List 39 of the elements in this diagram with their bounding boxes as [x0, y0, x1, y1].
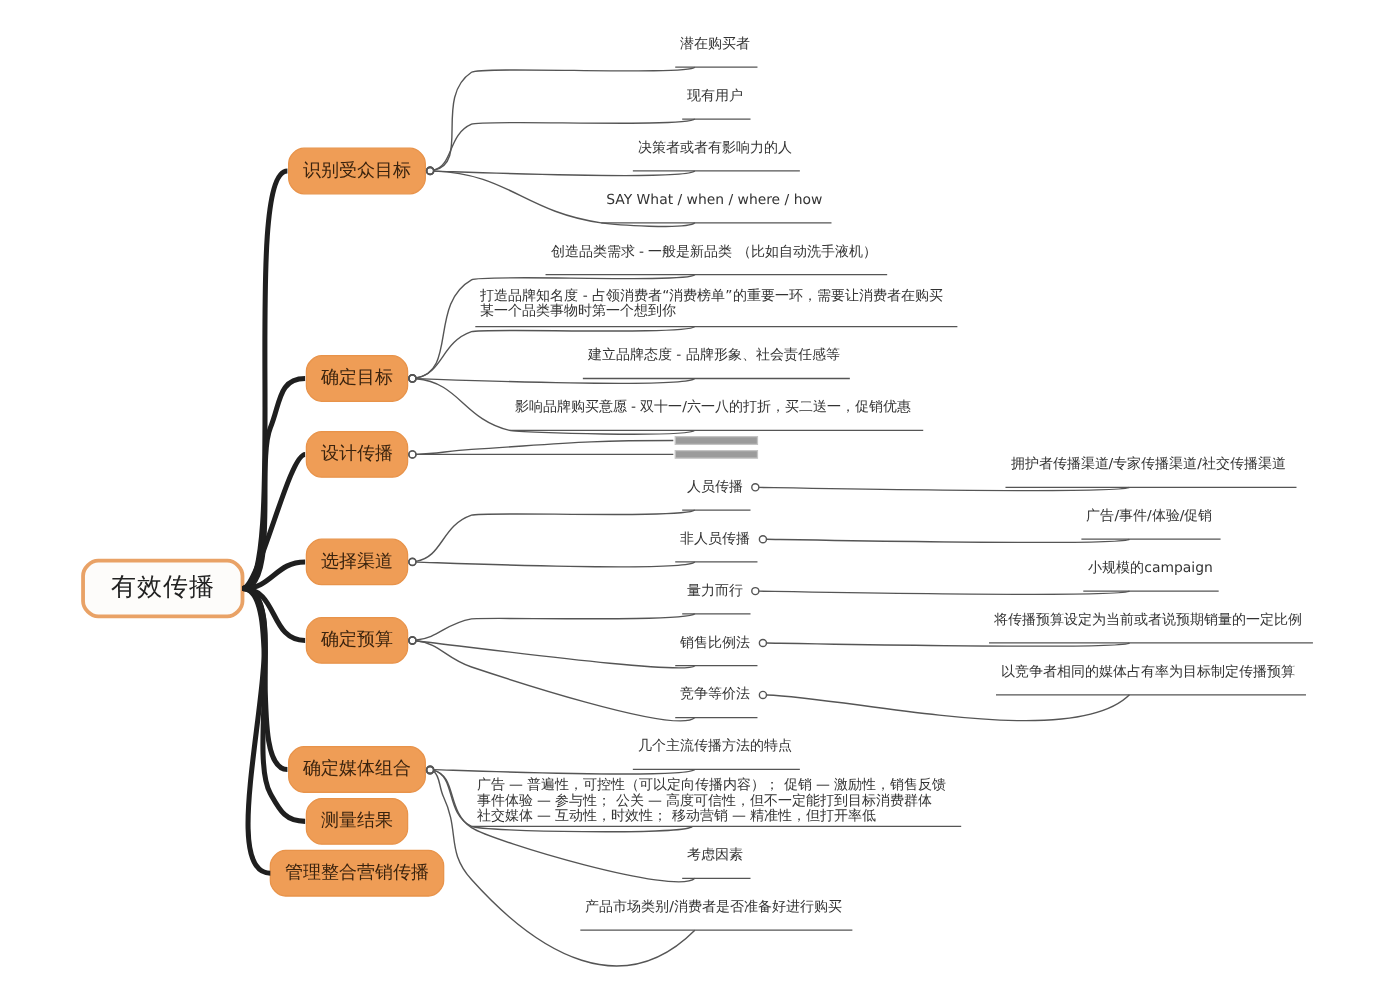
node-bar [673, 450, 758, 459]
connector [240, 452, 306, 591]
connector [240, 586, 271, 876]
connector [407, 274, 695, 383]
connector [424, 766, 695, 967]
connector [757, 535, 1130, 544]
connector [757, 638, 1130, 648]
connector [424, 166, 695, 228]
connector [424, 765, 692, 833]
connector [424, 118, 695, 175]
connector [407, 636, 695, 722]
connector [424, 166, 695, 177]
node-box: 有效传播 [80, 558, 244, 619]
connector [407, 613, 695, 645]
node-box: 确定目标 [304, 355, 408, 402]
node-box: 管理整合营销传播 [268, 849, 444, 897]
connector [407, 439, 674, 459]
connector [424, 765, 695, 883]
connector [407, 374, 695, 385]
connector [407, 374, 695, 435]
node-box: 确定媒体组合 [287, 746, 425, 793]
connector [750, 586, 1130, 596]
connector [407, 325, 695, 383]
connector [407, 636, 695, 669]
node-box: 测量结果 [304, 797, 408, 845]
connector [757, 690, 1130, 722]
node-box: 确定预算 [304, 617, 408, 664]
connector [240, 586, 305, 824]
node-box: 识别受众目标 [287, 147, 425, 195]
connector [750, 483, 1130, 492]
connector [407, 450, 674, 459]
connector [240, 375, 305, 591]
connector [407, 509, 695, 566]
node-box: 选择渠道 [304, 538, 408, 586]
connector [424, 66, 695, 175]
node-box: 设计传播 [304, 431, 408, 478]
connector [407, 557, 695, 568]
connector [424, 765, 695, 775]
node-bar [673, 436, 758, 445]
